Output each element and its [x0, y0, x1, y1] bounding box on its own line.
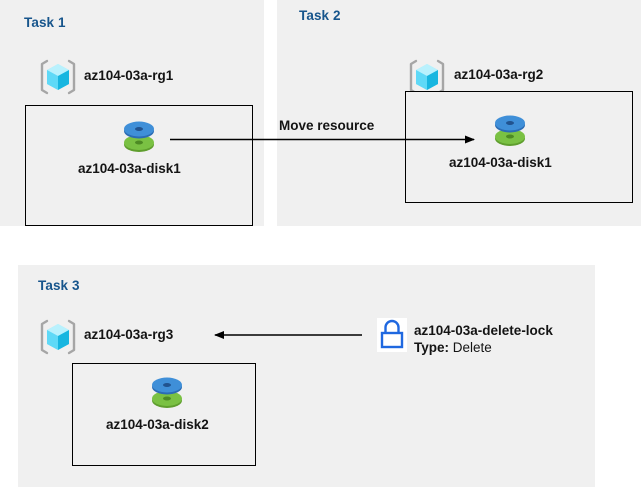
managed-disk-icon: [488, 110, 532, 150]
resource-group-icon: [38, 58, 78, 96]
lock-apply-arrow: [214, 331, 362, 339]
managed-disk-icon: [117, 116, 161, 156]
move-resource-arrow: [170, 135, 475, 144]
lock-type-value: Delete: [452, 340, 492, 355]
lock-type-row: Type: Delete: [414, 340, 492, 355]
resource-group-boundary-task2: [405, 91, 633, 203]
lock-name-label: az104-03a-delete-lock: [414, 323, 553, 338]
lock-icon: [377, 318, 407, 352]
disk-label-task3: az104-03a-disk2: [106, 417, 209, 432]
resource-group-label-rg3: az104-03a-rg3: [84, 327, 174, 342]
task-title-task1: Task 1: [24, 15, 66, 30]
task-panel-task2: Task 2 az104-03a-rg2 az104-0: [277, 0, 641, 226]
disk-label-task1: az104-03a-disk1: [78, 161, 181, 176]
task-title-task3: Task 3: [38, 278, 80, 293]
resource-group-label-rg2: az104-03a-rg2: [454, 67, 544, 82]
lock-type-key: Type:: [414, 340, 450, 355]
task-panel-task1: Task 1 az104-03a-rg1: [0, 0, 264, 226]
disk-label-task2: az104-03a-disk1: [449, 155, 552, 170]
move-resource-label: Move resource: [279, 118, 375, 133]
managed-disk-icon: [145, 372, 189, 412]
task-title-task2: Task 2: [299, 8, 341, 23]
resource-group-icon: [38, 318, 78, 356]
resource-group-label-rg1: az104-03a-rg1: [84, 68, 174, 83]
task-panel-task3: Task 3 az104-03a-rg3 az104-0: [18, 265, 595, 487]
